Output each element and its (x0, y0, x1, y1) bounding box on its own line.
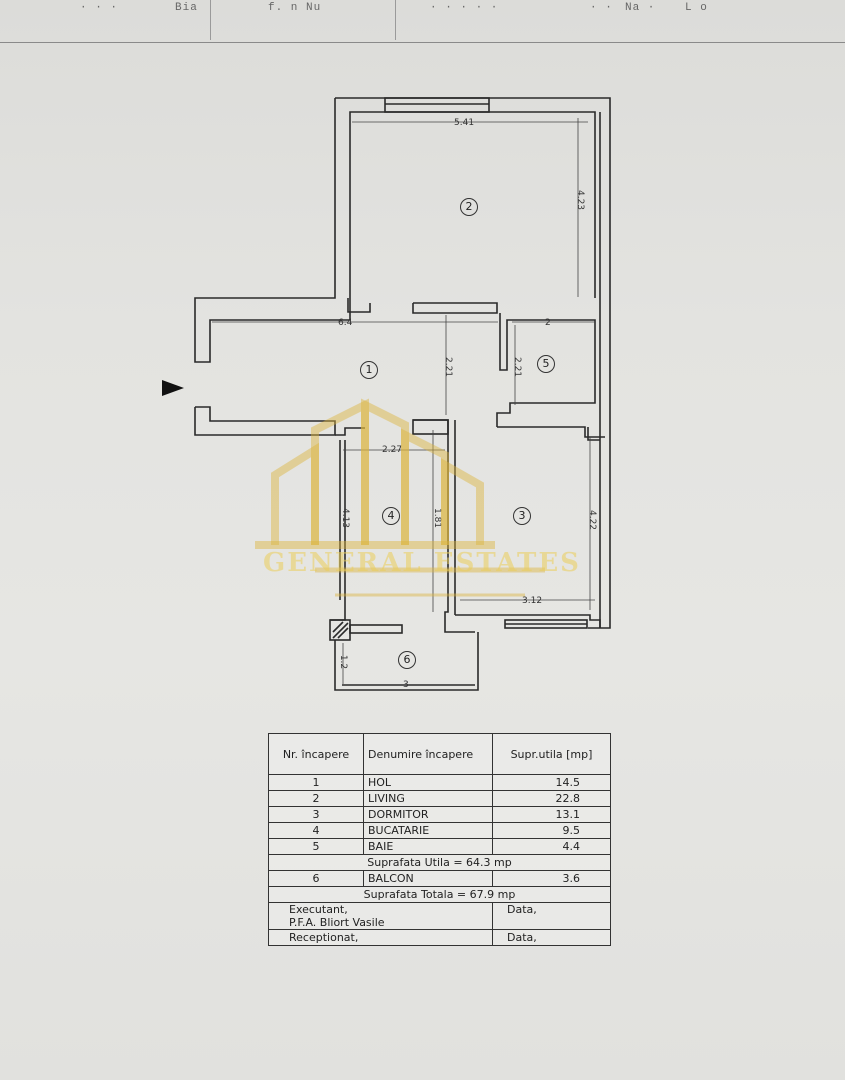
header-area: Supr.utila [mp] (492, 733, 611, 775)
dim-hol-height: 2.21 (443, 356, 454, 378)
scan-fragment: · · · · · (430, 2, 499, 14)
entry-arrow-icon (162, 380, 184, 396)
scan-fragment: Na · (625, 2, 656, 14)
floor-plan: 5.41 4.23 6.4 2.21 2 2.21 2.27 4.13 1.81… (162, 97, 611, 691)
dim-bucatarie-width: 2.27 (382, 445, 403, 455)
subtotal-row: Suprafata Utila = 64.3 mp (268, 854, 611, 871)
dim-balcon-height: 1.2 (338, 654, 349, 670)
cell-area: 9.5 (492, 822, 611, 839)
cell-area: 13.1 (492, 806, 611, 823)
executant-name: P.F.A. Bliort Vasile (289, 916, 385, 929)
room-marker-balcon: 6 (398, 651, 416, 669)
receptionat-row: Receptionat, Data, (268, 929, 611, 946)
dim-balcon-width: 3 (403, 680, 409, 690)
room-marker-bucatarie: 4 (382, 507, 400, 525)
total-row: Suprafata Totala = 67.9 mp (268, 886, 611, 903)
cell-area: 4.4 (492, 838, 611, 855)
cell-name: BAIE (363, 838, 493, 855)
table-row: 4 BUCATARIE 9.5 (268, 822, 611, 839)
table-row: 1 HOL 14.5 (268, 774, 611, 791)
cell-area: 14.5 (492, 774, 611, 791)
room-marker-baie: 5 (537, 355, 555, 373)
cell-name: BUCATARIE (363, 822, 493, 839)
total-text: Suprafata Totala = 67.9 mp (268, 886, 611, 903)
subtotal-text: Suprafata Utila = 64.3 mp (268, 854, 611, 871)
dim-dormitor-height: 4.22 (587, 509, 598, 531)
cell-name: BALCON (363, 870, 493, 887)
cell-nr: 5 (268, 838, 364, 855)
cell-nr: 4 (268, 822, 364, 839)
table-row: 5 BAIE 4.4 (268, 838, 611, 855)
table-header-row: Nr. încapere Denumire încapere Supr.util… (268, 733, 611, 775)
executant-row: Executant, P.F.A. Bliort Vasile Data, (268, 902, 611, 930)
dim-living-width: 5.41 (454, 118, 475, 128)
scan-fragment: · · (590, 2, 613, 14)
dim-hall-inner: 1.81 (432, 507, 443, 529)
room-legend-table: Nr. încapere Denumire încapere Supr.util… (268, 733, 611, 946)
floor-plan-walls (194, 97, 611, 691)
dim-hol-width: 6.4 (338, 318, 353, 328)
table-row: 6 BALCON 3.6 (268, 870, 611, 887)
dim-living-height: 4.23 (575, 189, 586, 211)
executant-label: Executant, (289, 903, 348, 916)
header-nr: Nr. încapere (268, 733, 364, 775)
dim-baie-height: 2.21 (512, 356, 523, 378)
receptionat-label: Receptionat, (268, 929, 493, 946)
room-marker-hol: 1 (360, 361, 378, 379)
scan-fragment: Bia (175, 2, 198, 14)
room-marker-dormitor: 3 (513, 507, 531, 525)
previous-page-strip: · · · Bia f. n Nu · · · · · · · Na · L o (0, 0, 845, 43)
cell-area: 22.8 (492, 790, 611, 807)
scan-fragment: · · · (80, 2, 119, 14)
date-cell-2: Data, (492, 929, 611, 946)
cell-name: HOL (363, 774, 493, 791)
table-row: 2 LIVING 22.8 (268, 790, 611, 807)
cell-name: DORMITOR (363, 806, 493, 823)
header-name: Denumire încapere (363, 733, 493, 775)
scan-fragment: L o (685, 2, 708, 14)
watermark-text: GENERAL ESTATES (263, 548, 581, 578)
room-marker-living: 2 (460, 198, 478, 216)
cell-name: LIVING (363, 790, 493, 807)
dim-bucatarie-height: 4.13 (340, 507, 351, 529)
cell-nr: 6 (268, 870, 364, 887)
scan-fragment: f. n Nu (268, 2, 322, 14)
cell-nr: 2 (268, 790, 364, 807)
cell-nr: 1 (268, 774, 364, 791)
cell-nr: 3 (268, 806, 364, 823)
table-row: 3 DORMITOR 13.1 (268, 806, 611, 823)
divider (210, 0, 211, 40)
dim-baie-width: 2 (545, 318, 551, 328)
dim-dormitor-width: 3.12 (522, 596, 543, 606)
date-cell-1: Data, (492, 902, 611, 930)
executant-cell: Executant, P.F.A. Bliort Vasile (268, 902, 493, 930)
divider (395, 0, 396, 40)
cell-area: 3.6 (492, 870, 611, 887)
